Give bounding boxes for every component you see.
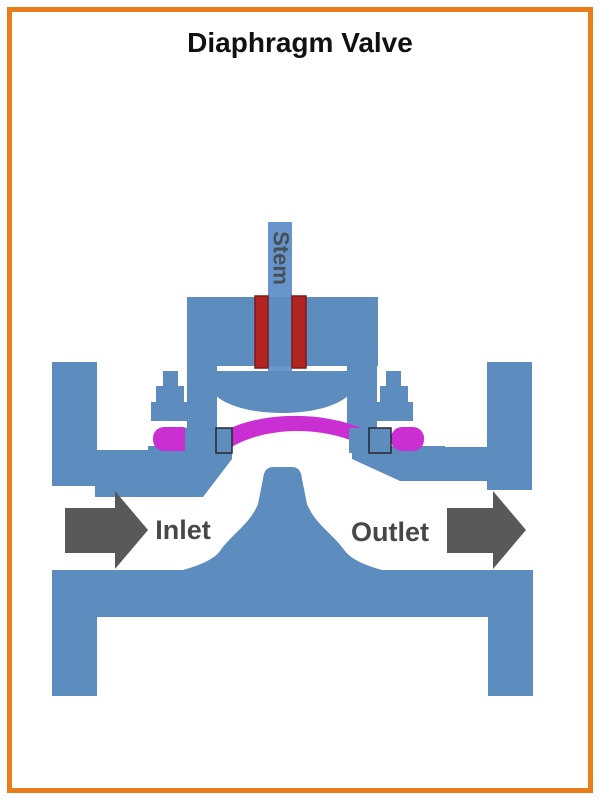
clamp-lip-right-inner <box>349 428 370 453</box>
bolt-left-head <box>163 371 178 387</box>
bolt-left-collar <box>156 386 184 403</box>
compressor-dome <box>209 371 355 413</box>
outlet-arrow <box>447 491 526 569</box>
clamp-lip-left-inner <box>185 428 216 453</box>
outlet-label: Outlet <box>351 517 429 547</box>
body-clamp-right <box>352 446 445 481</box>
page-title: Diaphragm Valve <box>187 27 413 58</box>
bolt-right-head <box>386 371 401 387</box>
bolt-left-nut <box>151 402 189 421</box>
outlet-flange-foot <box>445 447 489 481</box>
body-bottom-weir <box>52 467 533 696</box>
bolt-right-nut <box>375 402 413 421</box>
inlet-label: Inlet <box>155 515 211 545</box>
packing-seal-right <box>291 295 307 369</box>
diaphragm-bead-right <box>391 427 424 451</box>
clamp-lip-right-outer <box>368 427 392 454</box>
clamp-lip-left-outer <box>215 427 233 454</box>
inlet-flange <box>52 362 160 486</box>
diaphragm-membrane <box>212 415 384 452</box>
body-clamp-left <box>95 446 232 497</box>
inlet-flange-lip <box>95 486 152 497</box>
bonnet-body <box>187 297 378 366</box>
diaphragm-bead-left <box>153 427 193 451</box>
bolt-right-collar <box>380 386 408 403</box>
inlet-arrow <box>65 491 148 569</box>
packing-seal-left <box>254 295 269 369</box>
outlet-flange-bar <box>487 362 532 490</box>
stem-label: Stem <box>269 231 294 285</box>
page-border <box>7 7 593 793</box>
